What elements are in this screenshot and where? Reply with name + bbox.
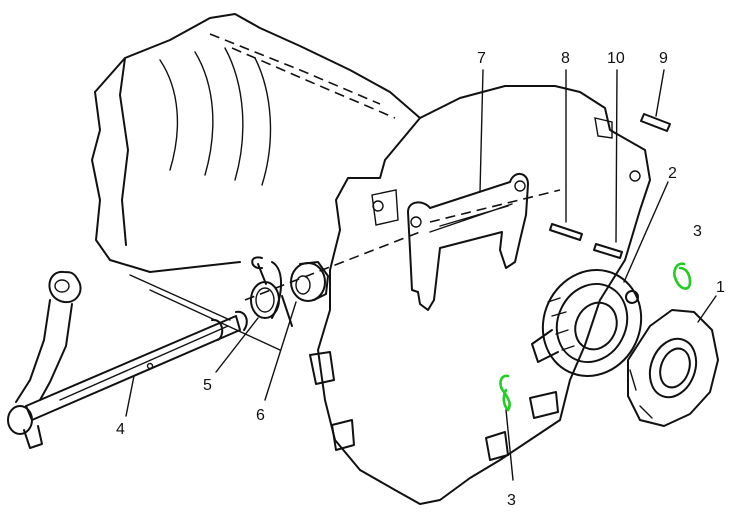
callout-8: 8 bbox=[561, 50, 570, 67]
pin-10 bbox=[593, 243, 623, 259]
return-spring bbox=[250, 256, 293, 327]
callout-6: 6 bbox=[256, 407, 265, 424]
callout-2: 2 bbox=[668, 165, 677, 182]
callout-5: 5 bbox=[203, 377, 212, 394]
pins bbox=[549, 113, 671, 259]
callout-9: 9 bbox=[659, 50, 668, 67]
circlip-upper bbox=[673, 262, 692, 290]
pin-8 bbox=[549, 223, 583, 241]
clutch-plate bbox=[627, 309, 719, 427]
callout-7: 7 bbox=[477, 50, 486, 67]
leader-lines bbox=[125, 69, 717, 481]
circlip-lower bbox=[499, 374, 511, 412]
callout-3-upper: 3 bbox=[693, 223, 702, 240]
transmission-case bbox=[91, 13, 421, 351]
bushing bbox=[290, 261, 329, 302]
pin-9 bbox=[640, 113, 671, 132]
cross-shaft bbox=[7, 270, 248, 449]
callout-4: 4 bbox=[116, 421, 125, 438]
callout-1: 1 bbox=[716, 279, 725, 296]
bellhousing bbox=[244, 85, 651, 505]
release-fork bbox=[407, 173, 529, 311]
circlip-highlights bbox=[499, 262, 692, 412]
callout-labels: 7 8 10 9 2 3 1 5 6 4 3 bbox=[116, 50, 725, 509]
release-bearing bbox=[531, 269, 643, 377]
callout-3-lower: 3 bbox=[507, 492, 516, 509]
callout-10: 10 bbox=[607, 50, 625, 67]
